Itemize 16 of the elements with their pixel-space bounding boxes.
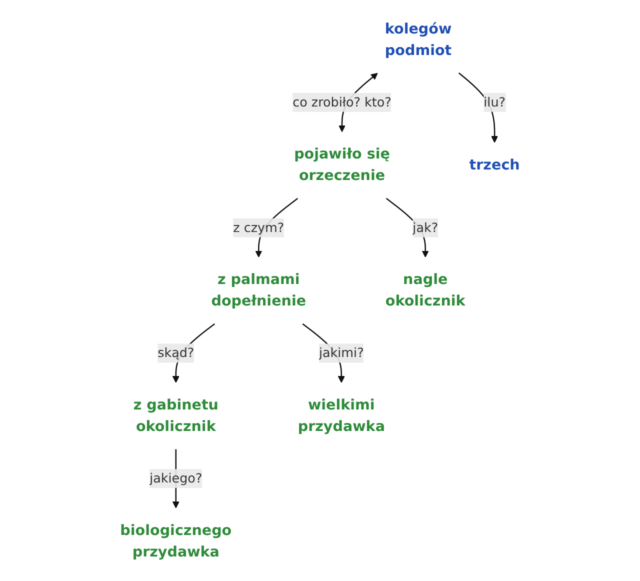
edge-label: ilu?	[484, 94, 506, 110]
arrow	[458, 72, 498, 143]
node-text: z gabinetu okolicznik	[133, 396, 218, 435]
node-text: wielkimi przydawka	[298, 396, 385, 435]
node-text: trzech	[469, 156, 520, 174]
node-text: biologicznego przydawka	[120, 522, 232, 560]
edge-label: jakiego?	[150, 470, 202, 486]
node-text: kolegów podmiot	[384, 20, 452, 59]
edge-label: skąd?	[158, 345, 194, 360]
node-text: nagle okolicznik	[385, 271, 466, 310]
edge-label: jakimi?	[318, 345, 364, 360]
node-text: pojawiło się orzeczenie	[294, 146, 390, 184]
edge-label: co zrobiło? kto?	[292, 94, 392, 110]
edge-label: z czym?	[233, 220, 284, 235]
node-text: z palmami dopełnienie	[211, 271, 306, 310]
edge-label: jak?	[412, 220, 438, 235]
